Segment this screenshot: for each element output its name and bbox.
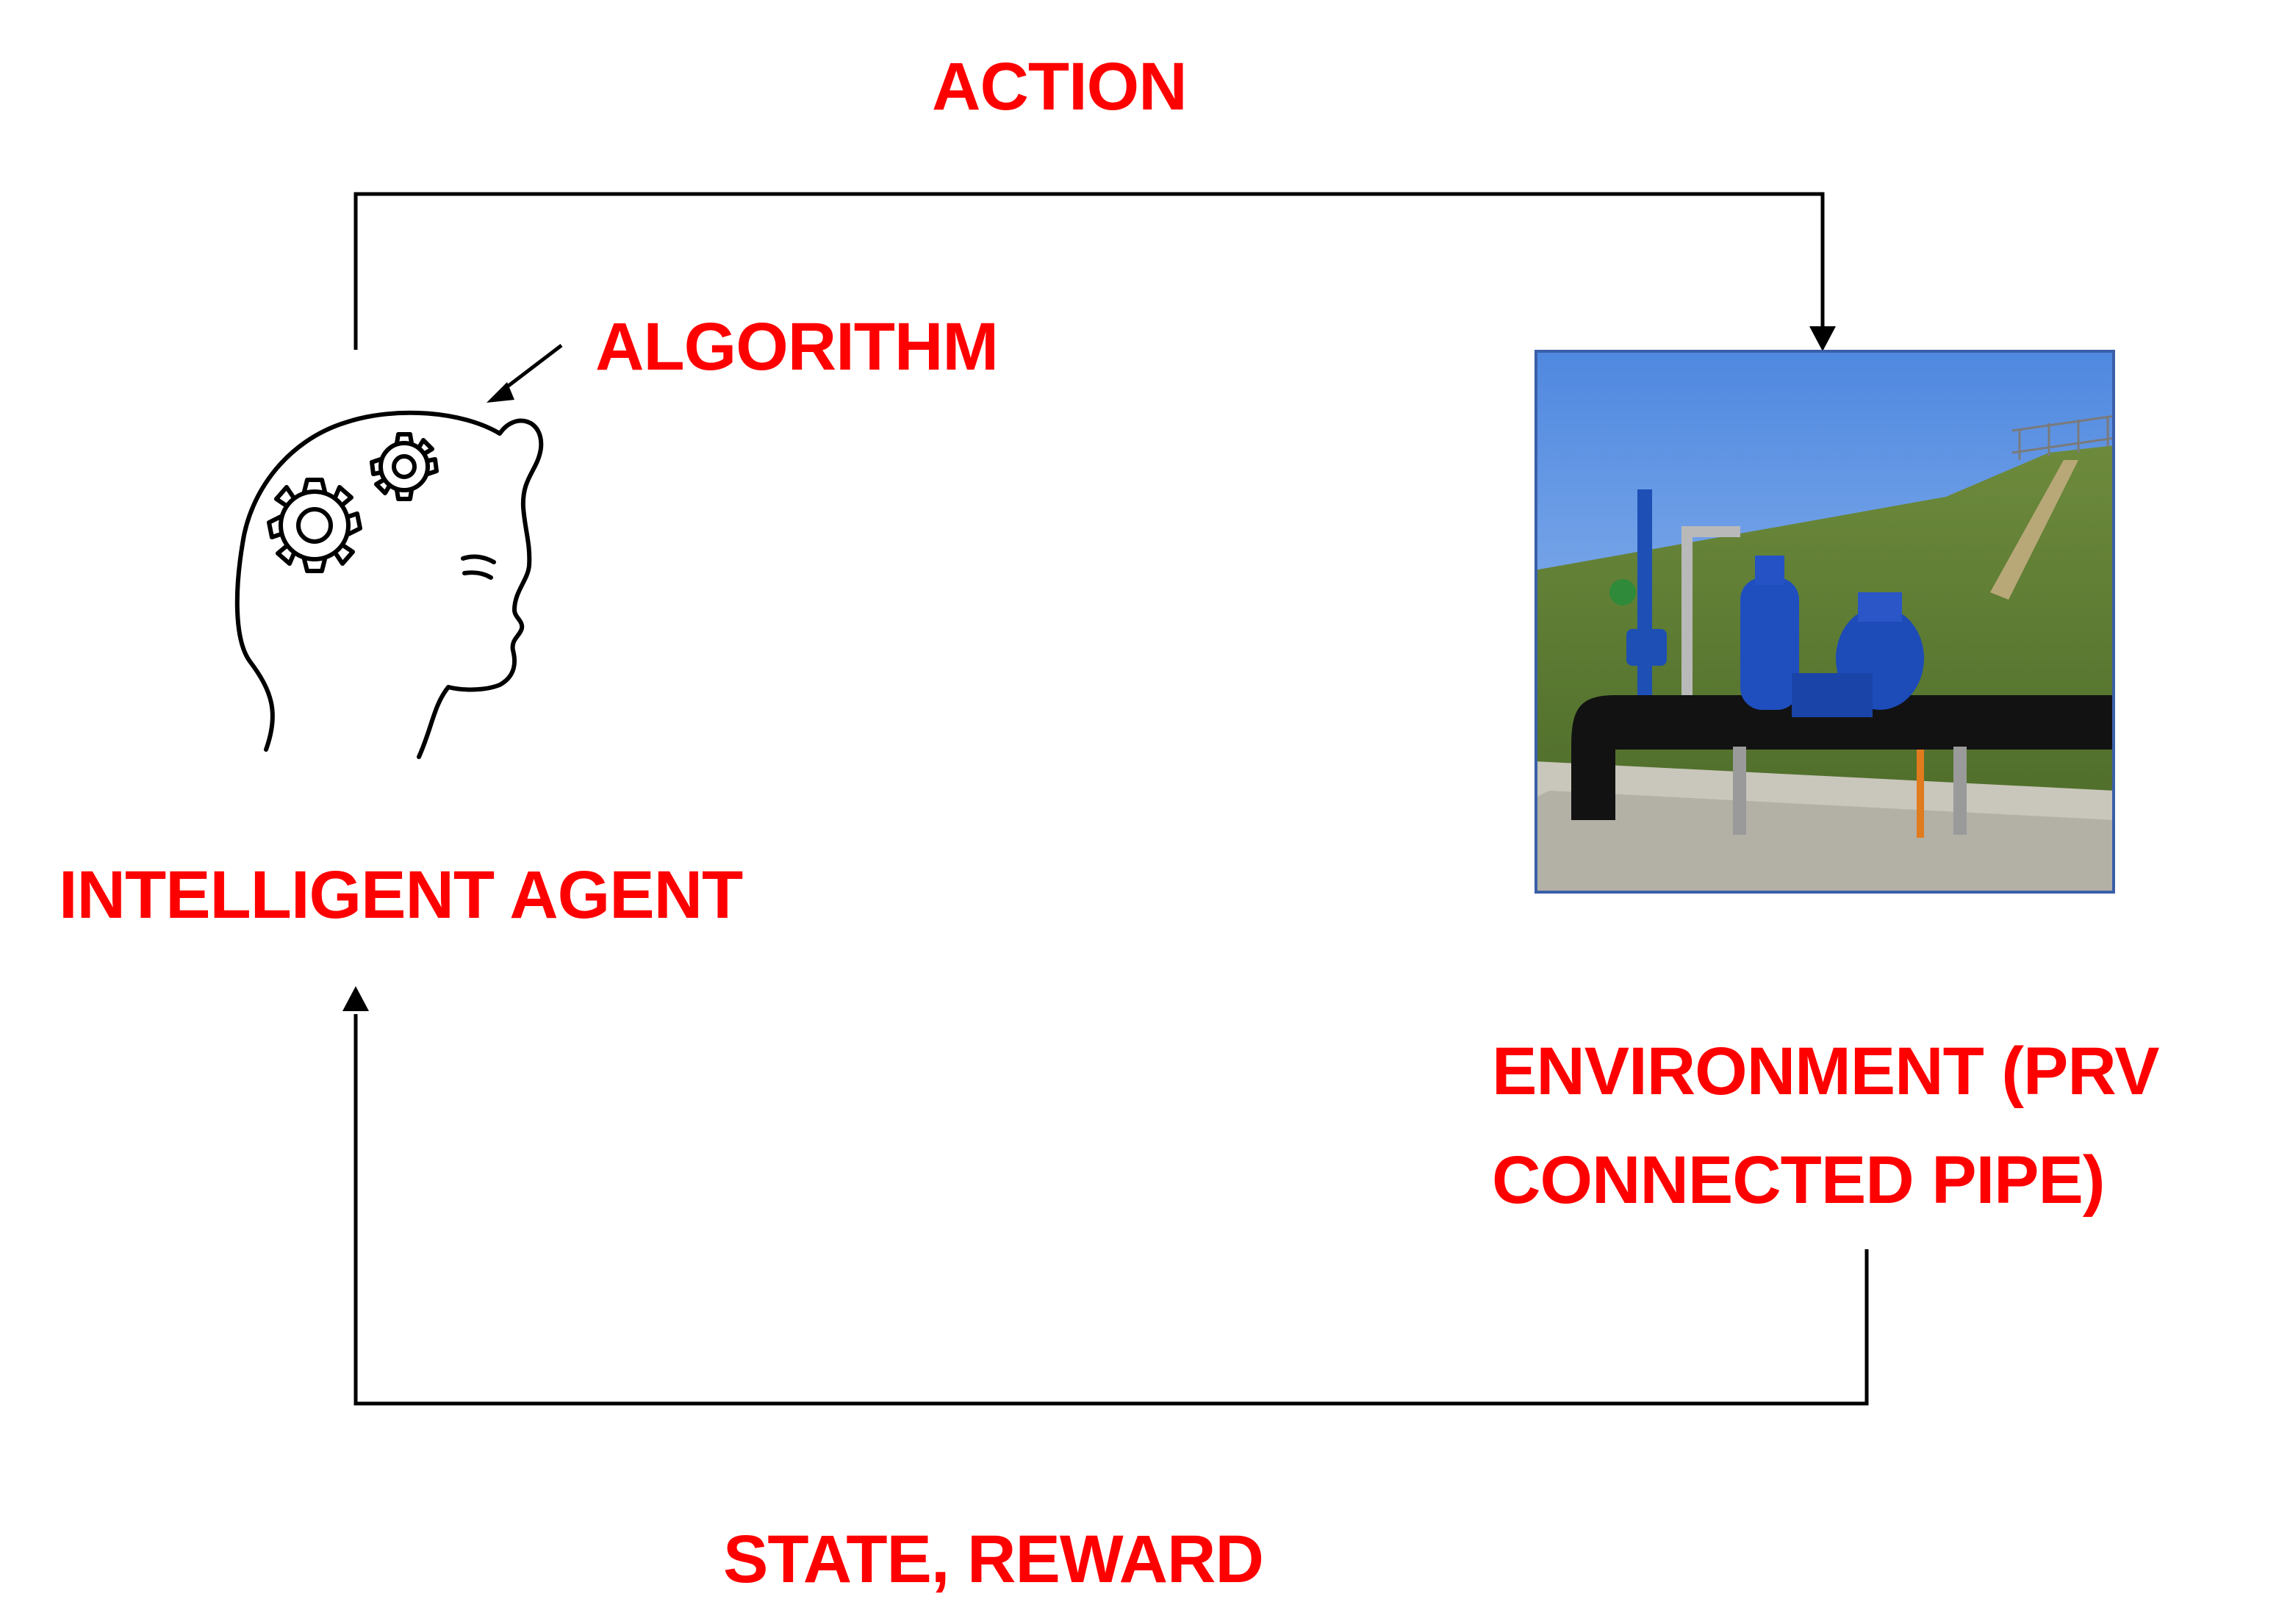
state-reward-label: STATE, REWARD — [723, 1522, 1264, 1597]
action-arrow — [353, 192, 1825, 350]
algorithm-pointer — [498, 344, 563, 394]
intelligent-agent-label: INTELLIGENT AGENT — [59, 858, 743, 933]
state-reward-arrow — [353, 1014, 1869, 1406]
prv-pipe-photo — [1535, 350, 2115, 894]
action-label: ACTION — [932, 49, 1188, 124]
algorithm-pointer-head — [487, 382, 514, 403]
environment-label-line1: ENVIRONMENT (PRV — [1492, 1034, 2160, 1109]
head-with-gears-icon — [234, 410, 544, 759]
action-arrowhead — [1809, 326, 1836, 351]
environment-label-line2: CONNECTED PIPE) — [1492, 1143, 2106, 1218]
algorithm-label: ALGORITHM — [595, 309, 999, 384]
state-reward-arrowhead — [342, 986, 369, 1011]
